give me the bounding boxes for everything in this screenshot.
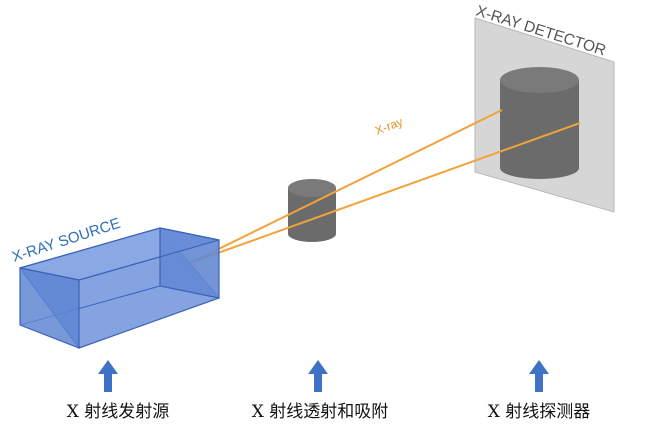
beam-label: X-ray [373, 114, 405, 137]
detector-object-shadow [500, 67, 579, 179]
up-arrow-icon [529, 360, 549, 392]
xray-beam-lower [189, 122, 581, 264]
xray-beam-upper [189, 109, 503, 264]
caption-detector: X 射线探测器 [487, 402, 591, 422]
up-arrow-icon [308, 360, 328, 392]
caption-object: X 射线透射和吸附 [251, 402, 389, 422]
xray-source-box [19, 227, 221, 349]
up-arrow-icon [98, 360, 118, 392]
caption-source: X 射线发射源 [66, 402, 170, 422]
